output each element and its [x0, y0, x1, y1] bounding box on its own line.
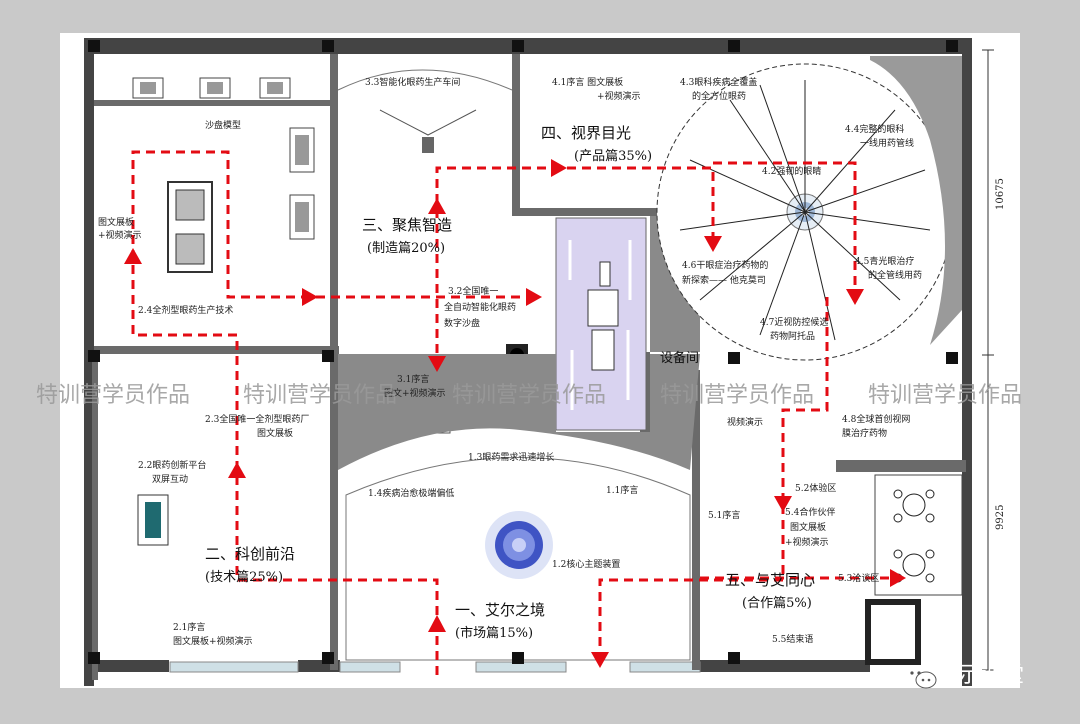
label-4-2: 4.2强韧的眼睛	[762, 165, 821, 177]
flow-arrow-up-3	[124, 248, 142, 264]
zone3-conveyor	[379, 109, 477, 136]
label-4-7-a: 4.7近视防控候选	[760, 316, 828, 328]
digital-sandbox-screen	[555, 217, 647, 431]
label-4-6-a: 4.6干眼症治疗药物的	[682, 259, 768, 271]
sandbox-model	[167, 181, 213, 273]
dim-bottom: 9925	[995, 505, 1006, 530]
label-sandbox: 沙盘模型	[205, 119, 241, 131]
zone3-curve-wall	[337, 69, 513, 91]
watermark-row: 特训营学员作品 特训营学员作品 特训营学员作品 特训营学员作品 特训营学员作品	[36, 383, 1022, 408]
label-3-3: 3.3智能化眼药生产车间	[365, 76, 460, 88]
zone3-subtitle: (制造篇20%)	[367, 241, 445, 256]
flow-arrow-down-4	[774, 496, 792, 512]
watermark-text: 特训营学员作品	[660, 383, 814, 408]
label-5-4-c: +视频演示	[785, 536, 829, 548]
label-equipment-room: 设备间	[660, 350, 699, 366]
label-1-2: 1.2核心主题装置	[552, 558, 620, 570]
flow-arrow-down-1	[428, 356, 446, 372]
label-4-4-b: 一线用药管线	[860, 137, 914, 149]
label-4-5-a: 4.5青光眼治疗	[855, 255, 914, 267]
label-video-demo: 视频演示	[727, 416, 763, 428]
label-3-1-a: 3.1序言	[397, 373, 429, 385]
label-1-1: 1.1序言	[606, 484, 638, 496]
dimension-lines	[982, 49, 994, 671]
label-2-5-b: +视频演示	[98, 229, 142, 241]
structural-columns	[88, 40, 958, 664]
zone2-title: 二、科创前沿	[205, 545, 295, 563]
experience-area	[874, 474, 963, 596]
flow-arrow-down-5	[591, 652, 609, 668]
entrance-doors	[169, 661, 701, 673]
label-4-8-a: 4.8全球首创视网	[842, 413, 910, 425]
label-5-2: 5.2体验区	[795, 482, 836, 494]
label-5-1: 5.1序言	[708, 509, 740, 521]
zone1-subtitle: (市场篇15%)	[455, 625, 533, 641]
central-grey-zone	[338, 354, 700, 470]
label-4-3-b: 的全方位眼药	[692, 90, 746, 102]
flow-arrow-up-2	[228, 462, 246, 478]
flow-arrow-right-4	[890, 569, 906, 587]
label-3-2-b: 全自动智能化眼药	[444, 301, 516, 313]
flow-arrow-right-3	[551, 159, 567, 177]
dim-top: 10675	[995, 178, 1006, 210]
label-3-2-c: 数字沙盘	[444, 317, 480, 329]
zone5-subtitle: (合作篇5%)	[742, 596, 812, 611]
label-2-1-b: 图文展板+视频演示	[173, 635, 253, 647]
label-2-4: 2.4全剂型眼药生产技术	[138, 304, 233, 316]
label-1-3: 1.3眼药需求迅速增长	[468, 451, 554, 463]
watermark-text: 特训营学员作品	[36, 383, 190, 408]
label-3-2-a: 3.2全国唯一	[448, 285, 498, 297]
flow-arrow-down-3	[846, 289, 864, 305]
brand-badge: 展示课堂	[904, 663, 1024, 689]
wechat-icon	[904, 665, 937, 689]
zone1-title: 一、艾尔之境	[455, 601, 545, 619]
label-2-2-a: 2.2眼药创新平台	[138, 459, 206, 471]
label-2-3-b: 图文展板	[257, 427, 293, 439]
label-5-4-b: 图文展板	[790, 521, 826, 533]
label-4-1-a: 4.1序言 图文展板	[552, 76, 623, 88]
label-2-3-a: 2.3全国唯一全剂型眼药厂	[205, 413, 309, 425]
label-5-3: 5.3洽谈区	[838, 572, 879, 584]
zone5-room	[865, 599, 921, 665]
flow-arrow-right-1	[302, 288, 318, 306]
label-4-1-b: +视频演示	[597, 90, 641, 102]
flow-arrow-up-4	[428, 198, 446, 214]
watermark-text: 特训营学员作品	[243, 383, 397, 408]
zone5-title: 五、与艾同心	[725, 571, 815, 589]
brand-name: 展示课堂	[936, 663, 1024, 688]
zone3-title: 三、聚焦智造	[362, 216, 452, 234]
visitor-flow-route	[124, 150, 906, 675]
zone3-device	[422, 137, 434, 153]
zone4-title: 四、视界目光	[541, 124, 631, 142]
label-4-3-a: 4.3眼科疾病全覆盖	[680, 76, 757, 88]
label-2-1-a: 2.1序言	[173, 621, 205, 633]
flow-arrow-up-1	[428, 615, 446, 632]
flow-arrow-down-2	[704, 236, 722, 252]
label-5-5: 5.5结束语	[772, 633, 813, 645]
watermark-text: 特训营学员作品	[452, 383, 606, 408]
label-3-1-b: 图文+视频演示	[384, 387, 446, 399]
zone4-grey-surround	[870, 56, 962, 345]
label-4-8-b: 膜治疗药物	[842, 427, 887, 439]
zone2-subtitle: (技术篇25%)	[205, 570, 283, 585]
label-4-6-b: 新探索—— 他克莫司	[682, 274, 766, 286]
label-4-7-b: 药物阿托品	[770, 330, 815, 342]
watermark-text: 特训营学员作品	[868, 383, 1022, 408]
label-2-5-a: 图文展板	[98, 216, 134, 228]
label-4-5-b: 的全管线用药	[868, 269, 922, 281]
label-2-2-b: 双屏互动	[152, 474, 188, 485]
zone4-subtitle: (产品篇35%)	[574, 149, 652, 164]
label-1-4: 1.4疾病治愈极端偏低	[368, 487, 454, 499]
display-panels	[132, 77, 315, 240]
label-5-4-a: 5.4合作伙伴	[785, 506, 835, 518]
label-4-4-a: 4.4完整的眼科	[845, 123, 904, 135]
flow-arrow-right-2	[526, 288, 542, 306]
